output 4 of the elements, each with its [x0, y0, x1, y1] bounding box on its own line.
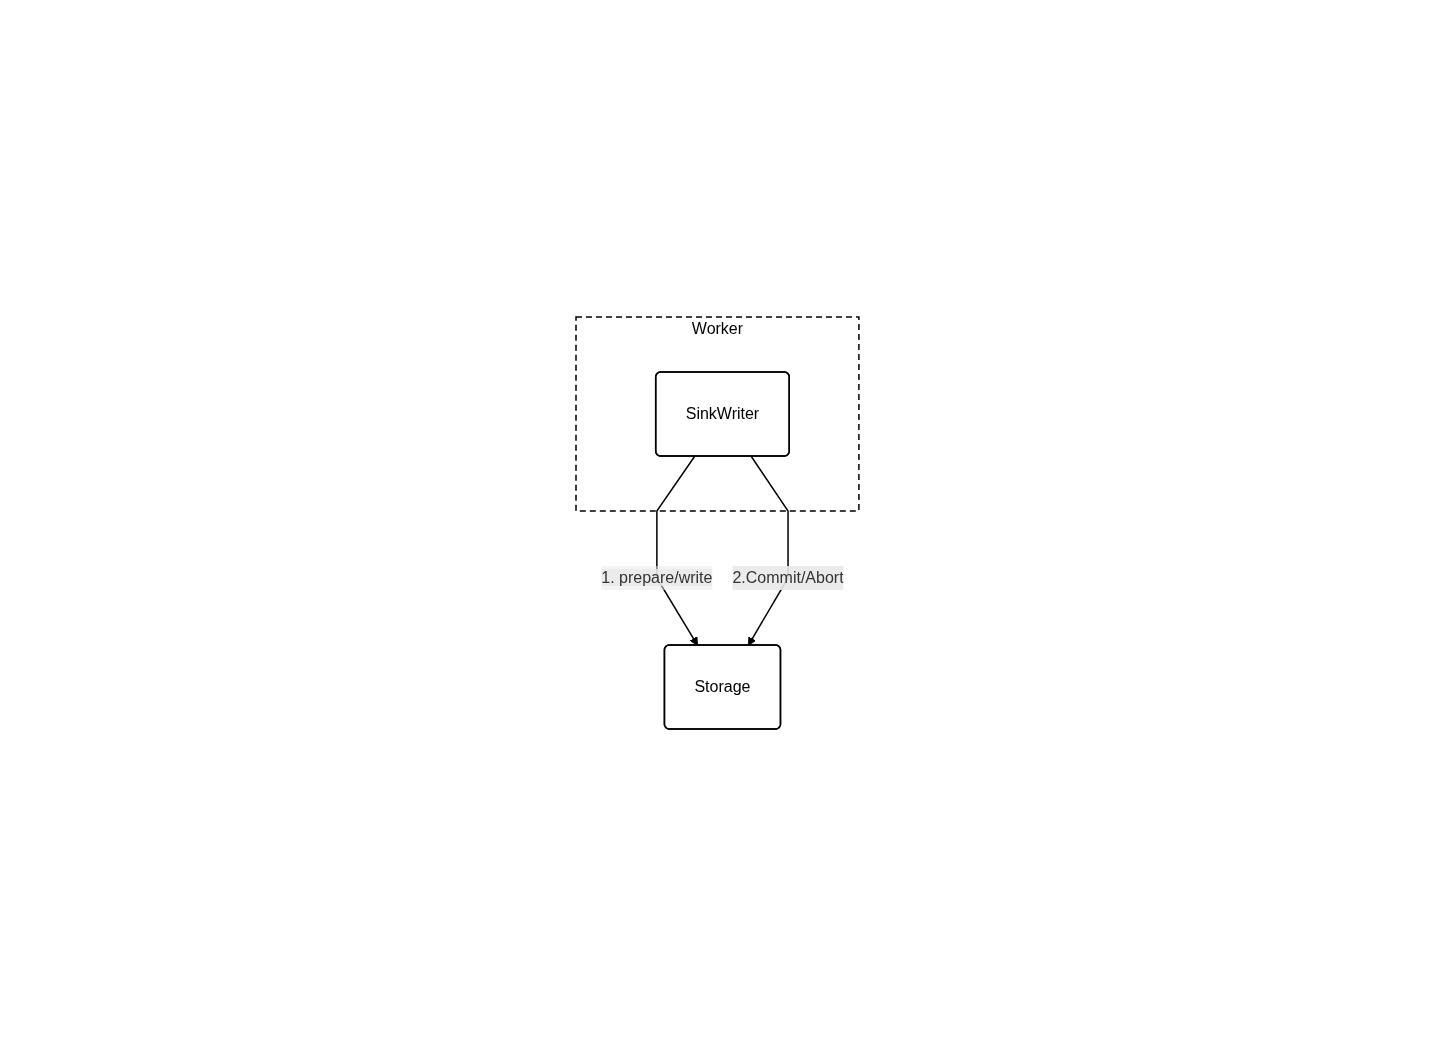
arrow	[747, 455, 789, 646]
edge-label: 2.Commit/Abort	[732, 568, 844, 586]
arrow	[656, 455, 699, 646]
edge-label: 1. prepare/write	[601, 568, 713, 586]
